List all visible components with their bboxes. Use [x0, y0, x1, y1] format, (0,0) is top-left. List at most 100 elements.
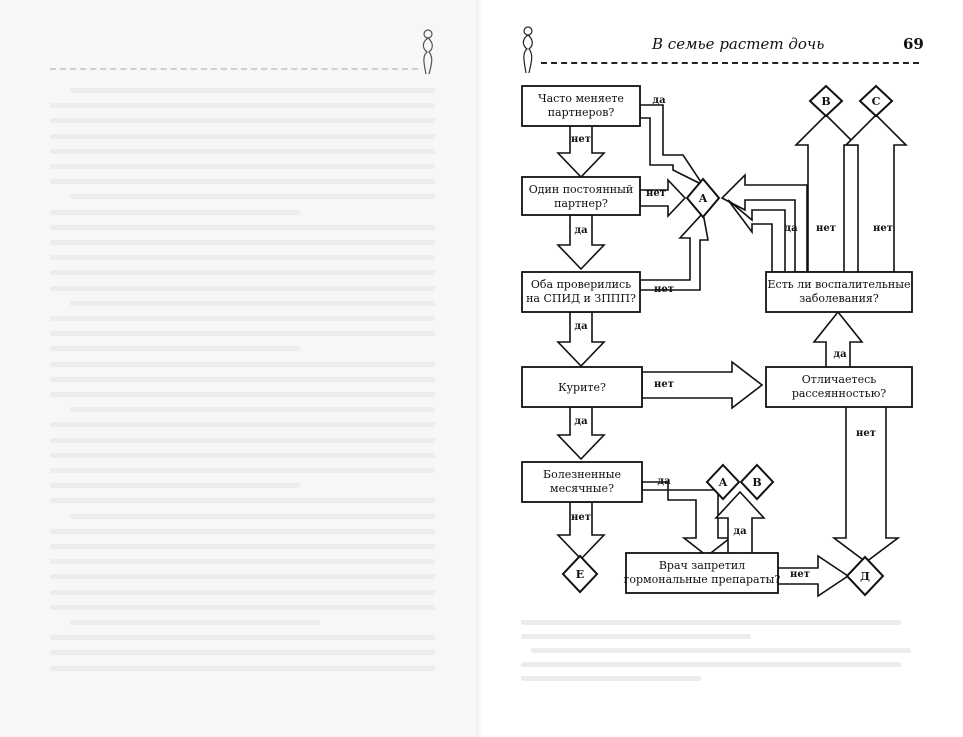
- woman-ornament-left: [422, 29, 433, 75]
- faded-text-line: [50, 255, 435, 261]
- faded-text-line: [50, 635, 435, 641]
- faded-text-line: [50, 574, 435, 580]
- arrow-q4-q8: [641, 360, 764, 410]
- label-q1-no: нет: [571, 134, 591, 145]
- faded-text-line: [50, 604, 435, 610]
- label-q6-no: нет: [790, 569, 810, 580]
- label-q8-no: нет: [856, 428, 876, 439]
- faded-text-line: [70, 300, 435, 306]
- label-q4-no: нет: [654, 379, 674, 390]
- q6-line2: гормональные препараты?: [624, 573, 781, 586]
- q8-line2: рассеянностью?: [792, 387, 886, 400]
- faded-text-line: [50, 498, 435, 504]
- q7-line1: Есть ли воспалительные: [768, 278, 911, 291]
- arrow-q7-b: [794, 113, 858, 273]
- faded-text-line: [50, 650, 435, 656]
- q7-line2: заболевания?: [799, 292, 879, 305]
- faded-text-line: [50, 376, 435, 382]
- faded-text-line: [50, 164, 435, 169]
- faded-text-line: [50, 422, 435, 428]
- faded-text-line: [50, 361, 435, 367]
- q5-line2: месячные?: [550, 482, 614, 495]
- result-e-label: E: [576, 568, 584, 581]
- q7-box: [765, 271, 913, 313]
- arrow-q3-a: [639, 211, 709, 291]
- label-q2-yes: да: [574, 225, 588, 236]
- faded-text-line: [50, 452, 435, 458]
- arrow-q1-a: [639, 104, 706, 188]
- label-q3-yes: да: [574, 321, 588, 332]
- result-e-diamond: [561, 554, 599, 594]
- faded-text-line: [50, 665, 435, 671]
- faded-text-line: [50, 209, 300, 215]
- woman-ornament-right: [522, 26, 533, 74]
- result-b-label: B: [821, 95, 830, 108]
- page-number: 69: [903, 35, 924, 53]
- faded-text-line: [50, 179, 435, 185]
- result-b2-diamond: [739, 463, 775, 501]
- arrow-q4-q5: [556, 406, 606, 461]
- result-d-label: Д: [860, 570, 870, 583]
- faded-text-line: [50, 240, 435, 245]
- label-q1-yes: да: [652, 95, 666, 106]
- result-c-diamond: [858, 84, 894, 118]
- faded-text-line: [50, 528, 435, 534]
- q6-line1: Врач запретил: [659, 559, 745, 572]
- arrow-q8-d: [831, 404, 901, 563]
- left-header-rule: [50, 68, 418, 70]
- result-a-label: A: [698, 192, 708, 205]
- label-q7-no-b: нет: [816, 223, 836, 234]
- arrow-q6-ab: [714, 490, 766, 556]
- q4-box: [521, 366, 643, 408]
- left-page-faded: [0, 0, 481, 737]
- q2-box: [521, 176, 641, 216]
- result-a2-diamond: [705, 463, 741, 501]
- label-q5-no: нет: [571, 512, 591, 523]
- faded-text-line: [70, 194, 435, 200]
- arrow-q2-a: [639, 177, 687, 219]
- q1-line2: партнеров?: [548, 106, 615, 119]
- arrow-q3-q4: [556, 311, 606, 368]
- faded-text-line: [70, 88, 435, 93]
- faded-text-line: [50, 544, 435, 549]
- faded-text-line: [70, 620, 320, 625]
- arrow-q8-q7: [812, 310, 864, 373]
- result-b2-label: B: [752, 476, 761, 489]
- q5-box: [521, 461, 643, 503]
- faded-text-line: [521, 676, 701, 681]
- faded-text-line: [50, 224, 435, 230]
- faded-text-line: [50, 270, 435, 276]
- faded-text-line: [70, 407, 435, 413]
- result-a2-label: A: [718, 476, 728, 489]
- label-q7-no-c: нет: [873, 223, 893, 234]
- q2-line1: Один постоянный: [529, 183, 633, 196]
- faded-text-line: [50, 103, 435, 109]
- faded-text-line: [50, 331, 435, 337]
- faded-text-line: [50, 148, 435, 154]
- faded-text-line: [50, 133, 435, 139]
- result-c-label: C: [872, 95, 881, 108]
- label-q7-yes: да: [784, 223, 798, 234]
- q4-line1: Курите?: [558, 381, 606, 394]
- faded-text-line: [50, 589, 435, 595]
- faded-text-line: [50, 468, 435, 473]
- faded-text-line: [521, 634, 751, 639]
- arrow-q7-c: [844, 113, 908, 273]
- label-q8-yes: да: [833, 349, 847, 360]
- label-q3-no: нет: [654, 284, 674, 295]
- faded-text-line: [50, 346, 300, 352]
- faded-text-line: [50, 437, 435, 443]
- label-q6-yes: да: [733, 526, 747, 537]
- faded-text-line: [50, 559, 435, 565]
- faded-text-line: [521, 662, 901, 667]
- faded-text-line: [50, 118, 435, 124]
- q2-line2: партнер?: [554, 197, 608, 210]
- arrow-q5-e: [556, 501, 606, 561]
- q8-box: [765, 366, 913, 408]
- arrow-q5-q6: [641, 481, 733, 558]
- result-b-diamond: [808, 84, 844, 118]
- q1-line1: Часто меняете: [538, 92, 624, 105]
- label-q5-yes: да: [657, 476, 671, 487]
- q1-box: [521, 85, 641, 127]
